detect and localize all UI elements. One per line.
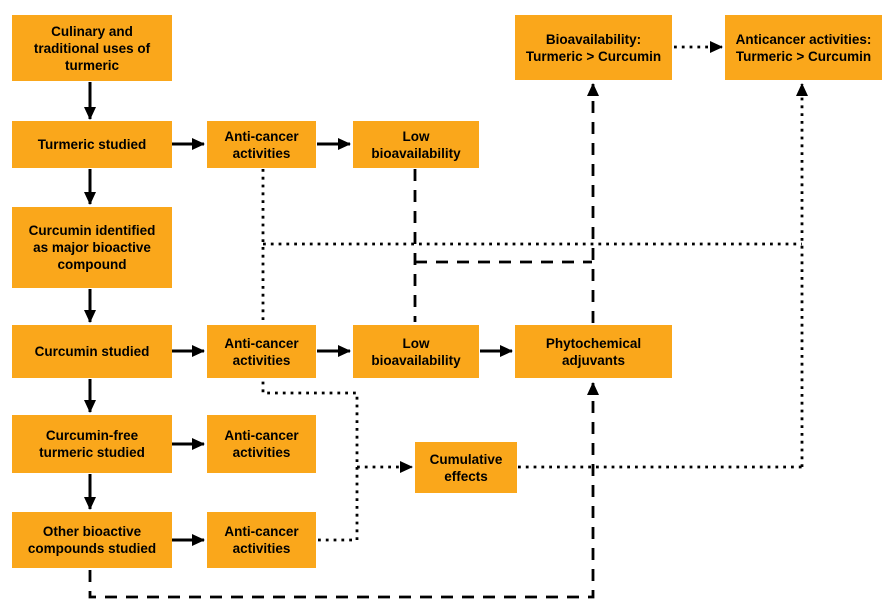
node-bioavailability-comparison: Bioavailability: Turmeric > Curcumin	[515, 15, 672, 80]
node-label: Low bioavailability	[371, 128, 461, 161]
edge-anticancer-boxes-join-line	[261, 379, 359, 542]
node-culinary-traditional-uses: Culinary and traditional uses of turmeri…	[12, 15, 172, 81]
node-anticancer-activities-curcumin-free: Anti-cancer activities	[207, 415, 316, 473]
node-label: Curcumin identified as major bioactive c…	[28, 223, 156, 272]
node-label: Curcumin studied	[34, 344, 150, 359]
node-anticancer-activities-curcumin: Anti-cancer activities	[207, 325, 316, 378]
node-other-bioactive-compounds: Other bioactive compounds studied	[12, 512, 172, 568]
node-label: Anti-cancer activities	[224, 524, 299, 556]
node-curcumin-identified: Curcumin identified as major bioactive c…	[12, 207, 172, 288]
node-anticancer-activities-other: Anti-cancer activities	[207, 512, 316, 568]
node-low-bioavailability-turmeric: Low bioavailability	[353, 121, 479, 168]
node-label: Curcumin-free turmeric studied	[39, 428, 145, 460]
node-turmeric-studied: Turmeric studied	[12, 121, 172, 168]
edge-anticancer-branch-to-anticancer-compare	[263, 83, 808, 467]
node-label: Turmeric studied	[37, 137, 147, 152]
node-label: Anti-cancer activities	[224, 428, 299, 460]
node-curcumin-studied: Curcumin studied	[12, 325, 172, 378]
node-phytochemical-adjuvants: Phytochemical adjuvants	[515, 325, 672, 378]
node-low-bioavailability-curcumin: Low bioavailability	[353, 325, 479, 378]
node-label: Low bioavailability	[371, 335, 461, 368]
node-label: Anti-cancer activities	[224, 335, 299, 368]
edge-other-bioactive-to-phytochemical	[88, 382, 599, 599]
node-label: Phytochemical adjuvants	[545, 335, 642, 368]
node-label: Other bioactive compounds studied	[27, 524, 157, 556]
node-label: Bioavailability: Turmeric > Curcumin	[525, 31, 662, 64]
node-label: Anti-cancer activities	[224, 128, 299, 161]
node-label: Culinary and traditional uses of turmeri…	[33, 23, 151, 73]
node-label: Anticancer activities: Turmeric > Curcum…	[735, 31, 872, 64]
node-anticancer-activities-turmeric: Anti-cancer activities	[207, 121, 316, 168]
node-anticancer-comparison: Anticancer activities: Turmeric > Curcum…	[725, 15, 882, 80]
node-cumulative-effects: Cumulative effects	[415, 442, 517, 493]
node-curcumin-free-turmeric: Curcumin-free turmeric studied	[12, 415, 172, 473]
node-label: Cumulative effects	[429, 451, 503, 484]
